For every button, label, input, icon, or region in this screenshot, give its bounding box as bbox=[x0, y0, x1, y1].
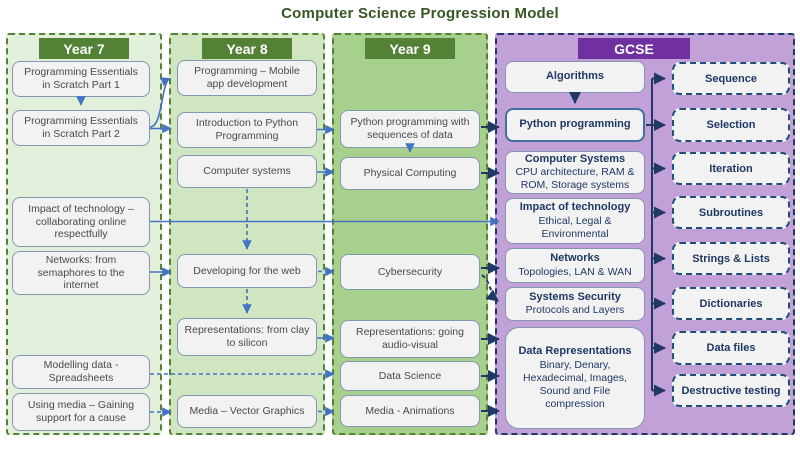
course-box-developing-web: Developing for the web bbox=[177, 254, 317, 288]
gcse-skill-iteration: Iteration bbox=[672, 152, 790, 185]
gcse-box-subtitle: Topologies, LAN & WAN bbox=[518, 265, 632, 278]
year8-header: Year 8 bbox=[202, 38, 292, 59]
gcse-skill-data-files: Data files bbox=[672, 331, 790, 365]
gcse-box-computer-systems: Computer Systems CPU architecture, RAM &… bbox=[505, 151, 645, 194]
course-box-impact-of-technology-y7: Impact of technology – collaborating onl… bbox=[12, 197, 150, 247]
gcse-header: GCSE bbox=[578, 38, 690, 59]
course-box-scratch-part-2: Programming Essentials in Scratch Part 2 bbox=[12, 110, 150, 146]
gcse-box-networks: Networks Topologies, LAN & WAN bbox=[505, 248, 645, 283]
course-box-representations-audio-visual: Representations: going audio-visual bbox=[340, 320, 480, 358]
gcse-box-title: Python programming bbox=[519, 118, 631, 131]
gcse-skill-sequence: Sequence bbox=[672, 62, 790, 95]
gcse-skill-subroutines: Subroutines bbox=[672, 196, 790, 229]
gcse-box-impact-of-technology: Impact of technology Ethical, Legal & En… bbox=[505, 198, 645, 244]
gcse-skill-selection: Selection bbox=[672, 108, 790, 142]
gcse-box-title: Data Representations bbox=[518, 344, 632, 357]
course-box-networks-y7: Networks: from semaphores to the interne… bbox=[12, 251, 150, 295]
gcse-box-title: Systems Security bbox=[529, 290, 621, 303]
gcse-box-subtitle: Binary, Denary, Hexadecimal, Images, Sou… bbox=[523, 358, 627, 410]
course-box-intro-python: Introduction to Python Programming bbox=[177, 112, 317, 148]
course-box-scratch-part-1: Programming Essentials in Scratch Part 1 bbox=[12, 61, 150, 97]
course-box-python-sequences: Python programming with sequences of dat… bbox=[340, 110, 480, 148]
gcse-box-algorithms: Algorithms bbox=[505, 61, 645, 93]
year9-header: Year 9 bbox=[365, 38, 455, 59]
course-box-cybersecurity: Cybersecurity bbox=[340, 254, 480, 290]
gcse-skill-strings-lists: Strings & Lists bbox=[672, 242, 790, 275]
gcse-box-python-programming: Python programming bbox=[505, 108, 645, 142]
gcse-box-systems-security: Systems Security Protocols and Layers bbox=[505, 287, 645, 321]
course-box-computer-systems-y8: Computer systems bbox=[177, 155, 317, 188]
gcse-box-title: Algorithms bbox=[545, 70, 605, 83]
gcse-box-subtitle: Protocols and Layers bbox=[525, 304, 625, 317]
course-box-modelling-data: Modelling data - Spreadsheets bbox=[12, 355, 150, 389]
course-box-media-animations: Media - Animations bbox=[340, 395, 480, 427]
gcse-box-data-representations: Data Representations Binary, Denary, Hex… bbox=[505, 327, 645, 429]
year7-header: Year 7 bbox=[39, 38, 129, 59]
course-box-representations-clay: Representations: from clay to silicon bbox=[177, 318, 317, 356]
course-box-media-vector-graphics: Media – Vector Graphics bbox=[177, 395, 317, 428]
course-box-data-science: Data Science bbox=[340, 361, 480, 391]
gcse-skill-dictionaries: Dictionaries bbox=[672, 287, 790, 320]
course-box-mobile-app-development: Programming – Mobile app development bbox=[177, 60, 317, 96]
course-box-physical-computing: Physical Computing bbox=[340, 157, 480, 190]
gcse-box-subtitle: CPU architecture, RAM & ROM, Storage sys… bbox=[515, 166, 635, 192]
gcse-skill-destructive-testing: Destructive testing bbox=[672, 374, 790, 407]
gcse-box-title: Computer Systems bbox=[524, 152, 626, 165]
gcse-box-title: Impact of technology bbox=[519, 201, 631, 213]
page-title: Computer Science Progression Model bbox=[281, 5, 559, 22]
gcse-box-subtitle: Ethical, Legal & Environmental bbox=[538, 214, 612, 240]
gcse-box-title: Networks bbox=[550, 252, 600, 265]
course-box-using-media: Using media – Gaining support for a caus… bbox=[12, 393, 150, 431]
